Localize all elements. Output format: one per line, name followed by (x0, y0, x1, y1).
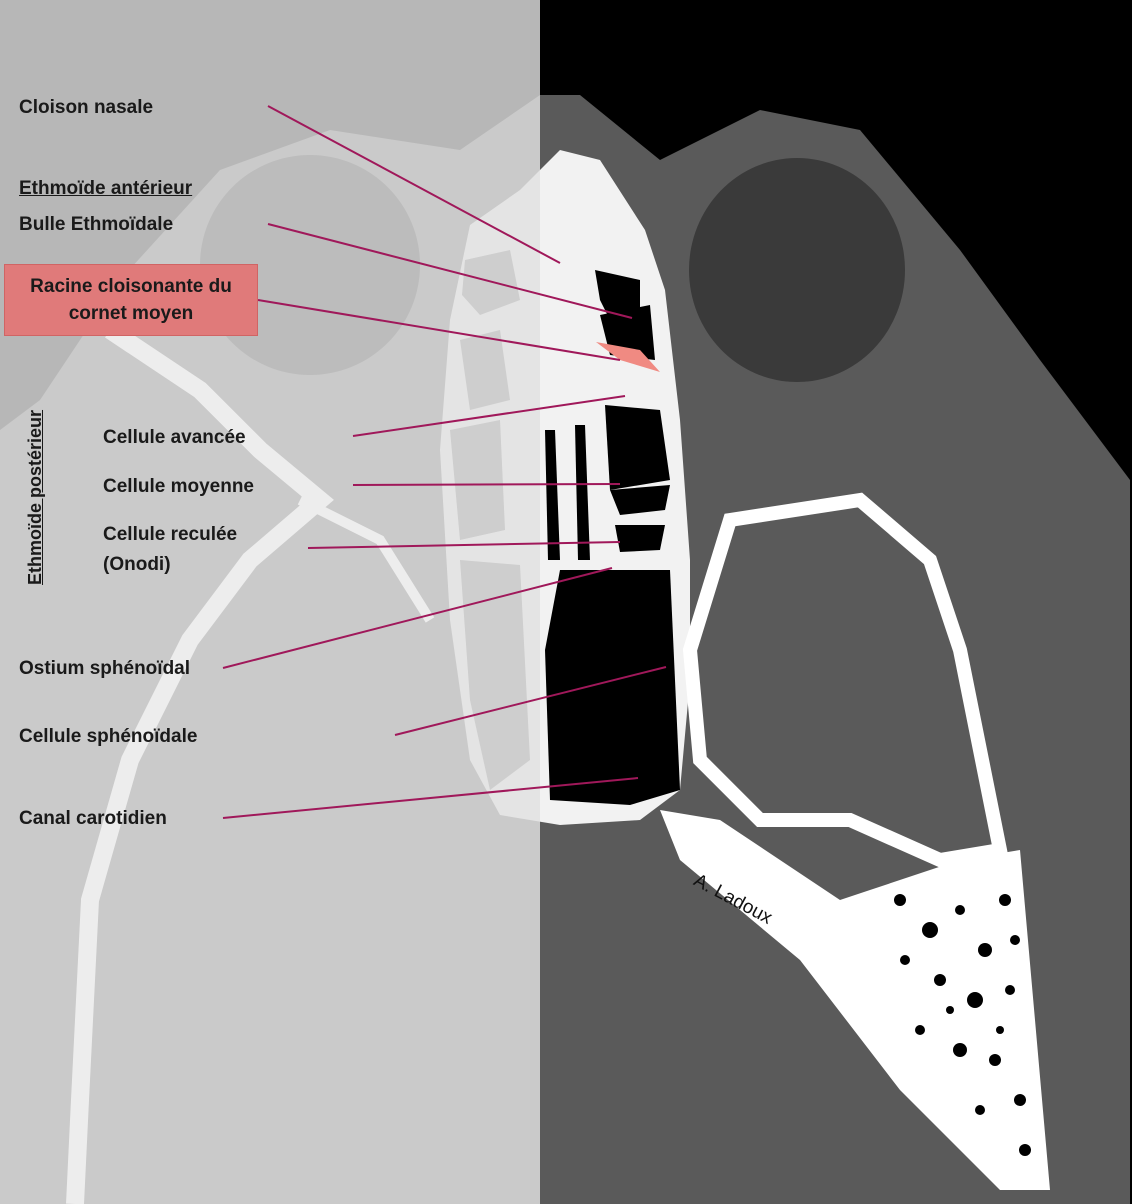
leader-ostium (222, 567, 613, 669)
left-overlay (0, 0, 540, 1204)
temporal-fossa (682, 492, 1009, 868)
label-onodi: (Onodi) (103, 554, 171, 575)
middle-cell (610, 485, 670, 515)
leader-canal (222, 777, 639, 819)
left-sinus-line (297, 495, 435, 623)
leader-sphenoidale (394, 666, 667, 736)
label-canal-carotidien: Canal carotidien (19, 808, 167, 829)
label-cellule-moyenne: Cellule moyenne (103, 476, 254, 497)
label-cloison-nasale: Cloison nasale (19, 97, 154, 118)
left-cell-2 (460, 330, 510, 410)
septum-slit-2 (575, 425, 590, 560)
leader-lines (222, 105, 667, 819)
label-cellule-avancee: Cellule avancée (103, 427, 246, 448)
left-cell-4 (460, 560, 530, 790)
mastoid-air-cells (894, 894, 1031, 1156)
leader-reculee (307, 541, 621, 549)
anterior-cell (595, 270, 640, 320)
turbinate-root-highlight (596, 342, 660, 372)
label-bulle-ethmoidale: Bulle Ethmoïdale (19, 214, 174, 235)
septum-slit-1 (545, 430, 560, 560)
label-racine-cloisonnante: Racine cloisonante du cornet moyen (30, 276, 232, 324)
left-bone-line (66, 322, 334, 1204)
leader-moyenne (352, 483, 621, 486)
highlight-box: Racine cloisonante du cornet moyen (4, 264, 258, 336)
label-cellule-reculee: Cellule reculée (103, 524, 238, 545)
label-ethmoide-anterieur: Ethmoïde antérieur (19, 178, 193, 199)
orbit-right (689, 158, 905, 382)
onodi-cell (615, 525, 665, 552)
sphenoid-cell (545, 570, 680, 805)
label-ethmoide-posterieur: Ethmoïde postérieur (25, 409, 45, 585)
leader-cloison (267, 105, 561, 264)
skull-outline-left (0, 95, 540, 1204)
petrous-bone (660, 810, 1050, 1190)
leader-bulle (267, 223, 633, 319)
label-ostium-sphenoidal: Ostium sphénoïdal (19, 658, 191, 679)
left-cell-3 (450, 420, 505, 540)
advanced-cell (605, 405, 670, 490)
leader-racine (257, 299, 621, 361)
label-cellule-sphenoidale: Cellule sphénoïdale (19, 726, 198, 747)
leader-avancee (352, 395, 626, 437)
